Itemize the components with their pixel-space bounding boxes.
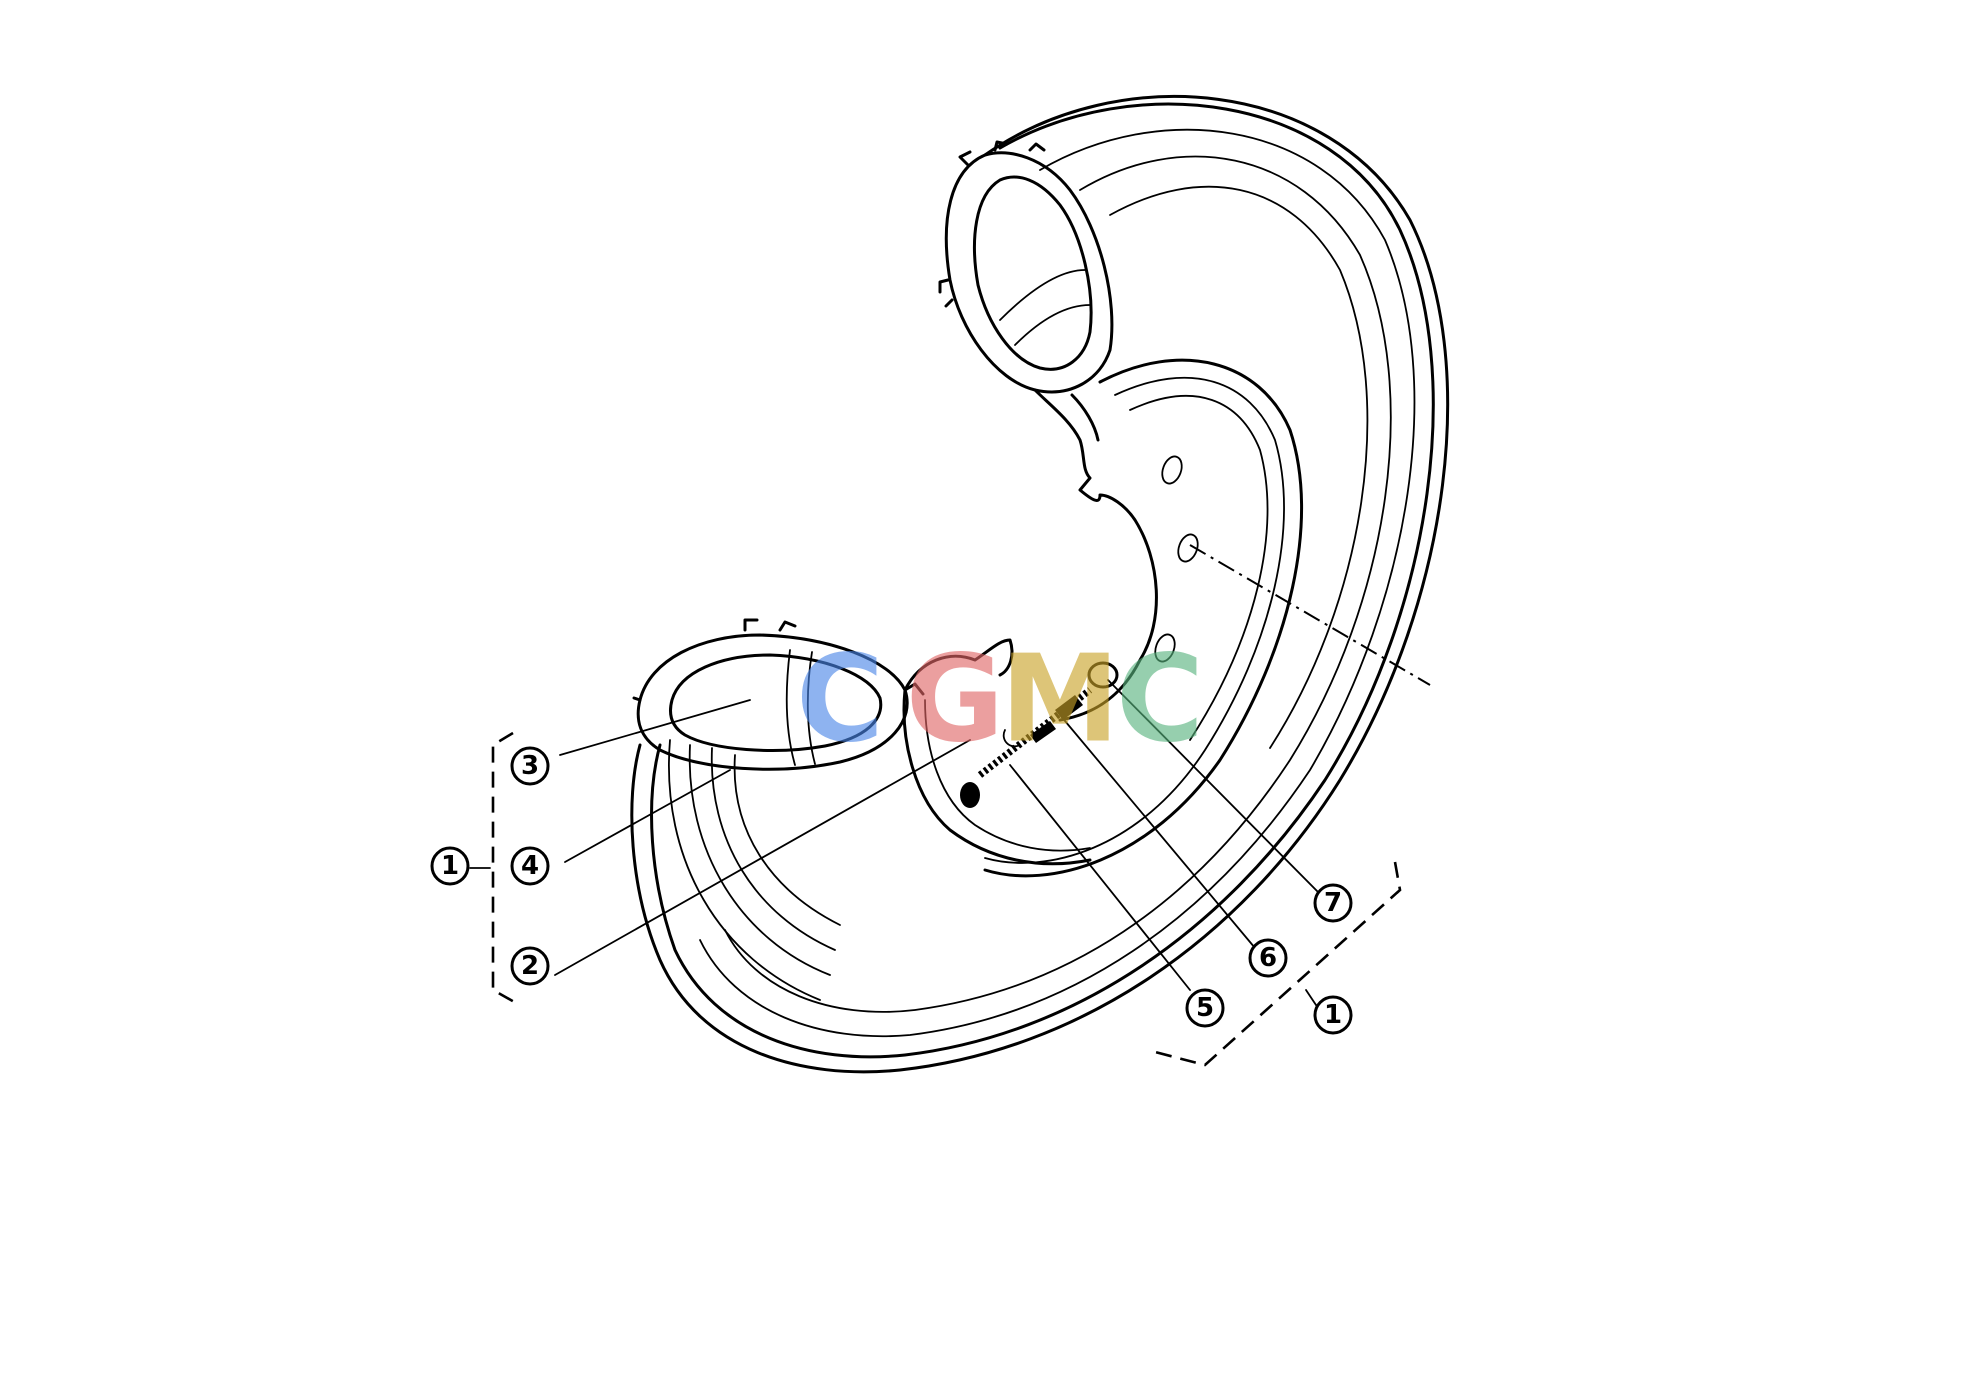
callout-4: 4 — [510, 846, 550, 886]
watermark-logo: C G M C — [796, 631, 1204, 770]
watermark-letter-2: G — [906, 631, 1005, 770]
callout-3-label: 3 — [521, 751, 539, 781]
callout-7: 7 — [1313, 883, 1353, 923]
callout-3: 3 — [510, 746, 550, 786]
callout-4-label: 4 — [521, 851, 539, 881]
leader-lines — [469, 679, 1319, 1009]
callout-1-left-label: 1 — [441, 851, 459, 881]
callout-2: 2 — [510, 946, 550, 986]
tire-lower-bead — [632, 618, 1092, 866]
callout-6: 6 — [1248, 938, 1288, 978]
tire-outer-tread — [630, 95, 1450, 1074]
tire-upper-bead — [938, 140, 1114, 394]
callout-1-right-label: 1 — [1324, 1000, 1342, 1030]
watermark-letter-3: M — [1000, 631, 1119, 770]
valve-assembly — [960, 661, 1119, 808]
callout-2-label: 2 — [521, 951, 539, 981]
watermark-letter-4: C — [1116, 631, 1204, 770]
callout-5: 5 — [1185, 988, 1225, 1028]
callout-6-label: 6 — [1259, 943, 1277, 973]
callout-5-label: 5 — [1196, 993, 1214, 1023]
group-brackets — [491, 731, 1402, 1067]
rim-disc — [1033, 388, 1431, 722]
watermark-letter-1: C — [796, 631, 884, 770]
callout-1-left: 1 — [430, 846, 470, 886]
callout-1-right: 1 — [1313, 995, 1353, 1035]
callout-7-label: 7 — [1324, 888, 1342, 918]
